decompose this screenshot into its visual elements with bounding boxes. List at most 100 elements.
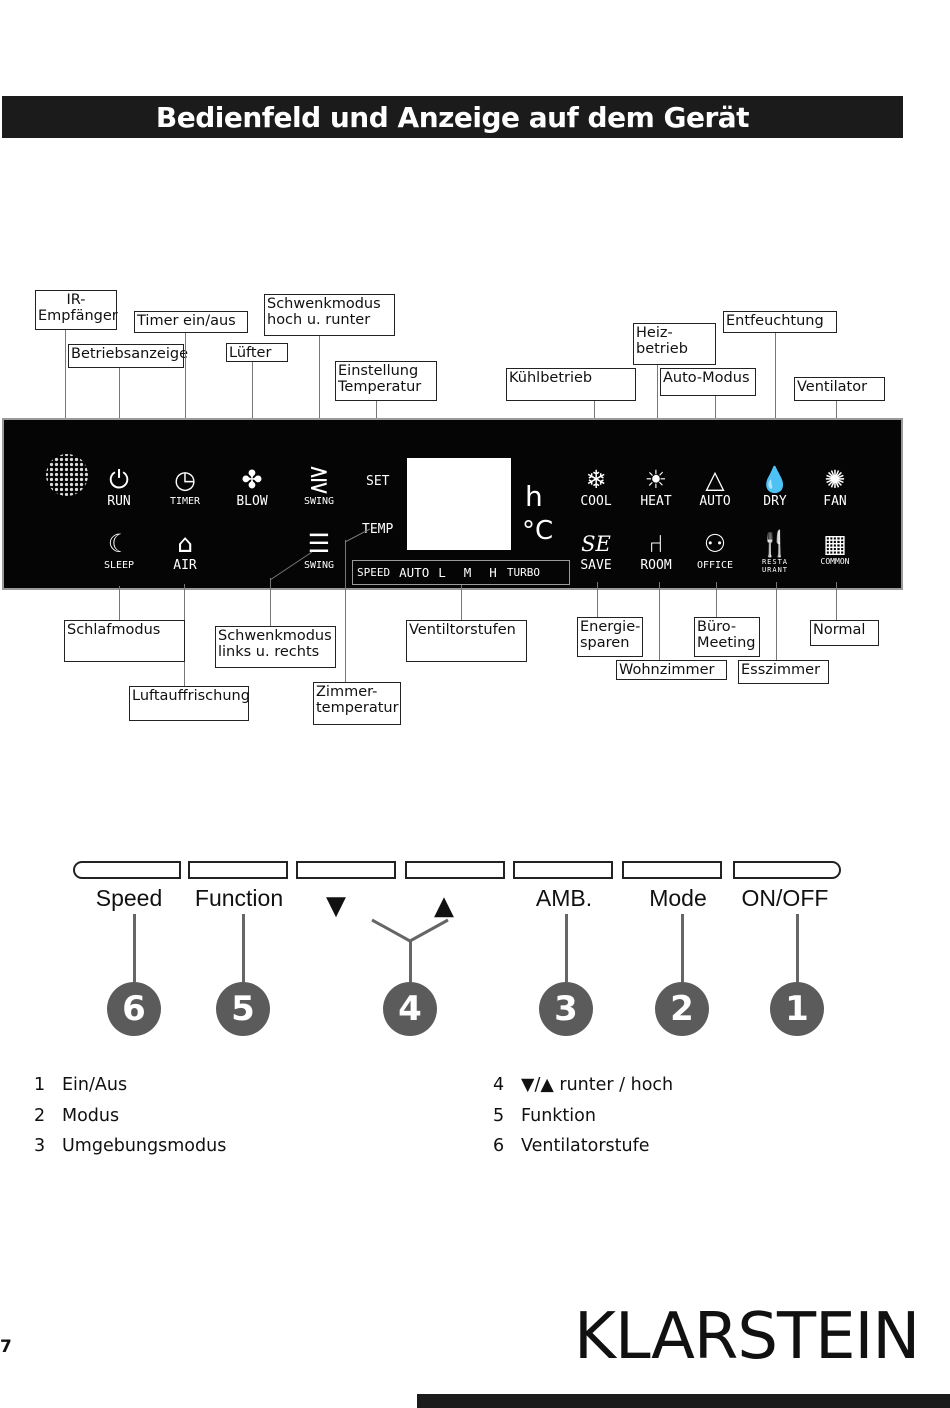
connector-line — [836, 582, 837, 620]
label-common: Normal — [810, 620, 879, 646]
swing-vertical-indicator: ⋛ SWING — [289, 466, 349, 510]
label-set-temperature: Einstellung Temperatur — [335, 361, 437, 401]
temp-text: TEMP — [362, 522, 394, 537]
save-indicator: SE SAVE — [566, 530, 626, 574]
grid-icon: ▦ — [823, 529, 847, 558]
blow-indicator: ✤ BLOW — [222, 466, 282, 510]
dry-text: DRY — [763, 494, 787, 509]
legend-text: Funktion — [521, 1106, 596, 1126]
speed-mid-text: M — [463, 565, 472, 580]
swing-horizontal-icon: ☰ — [307, 529, 331, 558]
connector-line — [252, 362, 253, 464]
fan-indicator: ✺ FAN — [805, 466, 865, 510]
amb-button[interactable] — [513, 861, 613, 879]
up-arrow-icon: ▲ — [434, 891, 454, 921]
callout-1: 1 — [770, 982, 824, 1036]
label-room: Wohnzimmer — [616, 660, 727, 680]
connector-line — [269, 551, 313, 581]
set-text: SET — [366, 474, 390, 489]
callout-line — [681, 914, 684, 982]
heat-text: HEAT — [640, 494, 672, 509]
label-air: Luftauffrischung — [129, 686, 250, 721]
speed-button[interactable] — [73, 861, 181, 879]
legend-number: 1 — [34, 1075, 46, 1095]
connector-line — [776, 582, 777, 662]
moon-icon: ☾ — [107, 529, 131, 558]
function-button[interactable] — [188, 861, 288, 879]
speed-auto-text: AUTO — [399, 565, 430, 580]
droplets-icon: 💧 — [759, 465, 791, 494]
down-button[interactable] — [296, 861, 396, 879]
legend-number: 6 — [493, 1136, 505, 1156]
triangle-icon: △ — [705, 465, 725, 494]
callout-5: 5 — [216, 982, 270, 1036]
label-fan: Ventilator — [794, 377, 885, 401]
heat-indicator: ☀ HEAT — [626, 466, 686, 510]
speed-button-label: Speed — [95, 885, 163, 911]
run-indicator: ⏻ RUN — [89, 466, 149, 510]
connector-line — [775, 333, 776, 464]
snowflake-icon: ❄ — [585, 465, 607, 494]
connector-line — [119, 586, 120, 620]
label-blow: Lüfter — [226, 343, 288, 362]
timer-indicator: ◷ TIMER — [155, 466, 215, 510]
office-text: OFFICE — [696, 560, 734, 571]
restaurant-indicator: 🍴 RESTA URANT — [745, 530, 805, 575]
connector-line — [597, 582, 598, 618]
callout-line — [242, 914, 245, 982]
sleep-indicator: ☾ SLEEP — [89, 530, 149, 574]
legend-text: ▼/▲ runter / hoch — [521, 1075, 674, 1095]
label-swing-vertical: Schwenkmodus hoch u. runter — [264, 294, 395, 336]
label-room-temperature: Zimmer- temperatur — [313, 682, 401, 725]
air-indicator: ⌂ AIR — [155, 530, 215, 574]
label-restaurant: Esszimmer — [738, 660, 829, 684]
auto-text: AUTO — [699, 494, 731, 509]
label-speed: Ventiltorstufen — [406, 620, 527, 662]
people-icon: ⚇ — [703, 529, 727, 558]
cool-text: COOL — [580, 494, 612, 509]
connector-line — [461, 585, 462, 621]
callout-line — [133, 914, 136, 982]
swing-text: SWING — [303, 496, 335, 507]
blow-text: BLOW — [236, 494, 268, 509]
speed-turbo-text: TURBO — [506, 566, 540, 579]
connector-line — [319, 336, 320, 464]
callout-line — [565, 914, 568, 982]
label-save: Energie- sparen — [577, 617, 643, 657]
connector-line — [659, 582, 660, 662]
se-text: SE — [581, 532, 611, 556]
footer-bar — [417, 1394, 950, 1408]
speed-row: SPEED AUTO L M H TURBO — [352, 560, 570, 585]
onoff-button[interactable] — [733, 861, 841, 879]
run-text: RUN — [107, 494, 131, 509]
restaurant-text: RESTA URANT — [761, 558, 789, 574]
sun-icon: ☀ — [644, 465, 668, 494]
connector-line — [716, 582, 717, 618]
page-title: Bedienfeld und Anzeige auf dem Gerät — [2, 96, 903, 138]
speed-text: SPEED — [357, 566, 391, 579]
save-text: SAVE — [580, 558, 612, 573]
down-arrow-icon: ▼ — [326, 891, 346, 921]
legend-number: 3 — [34, 1136, 46, 1156]
onoff-button-label: ON/OFF — [741, 885, 829, 911]
up-button[interactable] — [405, 861, 505, 879]
speed-high-text: H — [489, 565, 497, 580]
mode-button[interactable] — [622, 861, 722, 879]
hours-unit: h — [525, 480, 543, 513]
common-text: COMMON — [820, 557, 850, 566]
timer-text: TIMER — [169, 496, 201, 507]
auto-indicator: △ AUTO — [685, 466, 745, 510]
legend-number: 2 — [34, 1106, 46, 1126]
dry-indicator: 💧 DRY — [745, 466, 805, 510]
speed-low-text: L — [438, 565, 446, 580]
sleep-text: SLEEP — [103, 560, 135, 571]
callout-4: 4 — [383, 982, 437, 1036]
room-text: ROOM — [640, 558, 672, 573]
legend-number: 4 — [493, 1075, 505, 1095]
callout-3: 3 — [539, 982, 593, 1036]
fan-blades-icon: ✤ — [241, 465, 263, 494]
label-heat: Heiz- betrieb — [633, 323, 716, 365]
connector-line — [270, 578, 271, 626]
temperature-display — [407, 458, 511, 550]
